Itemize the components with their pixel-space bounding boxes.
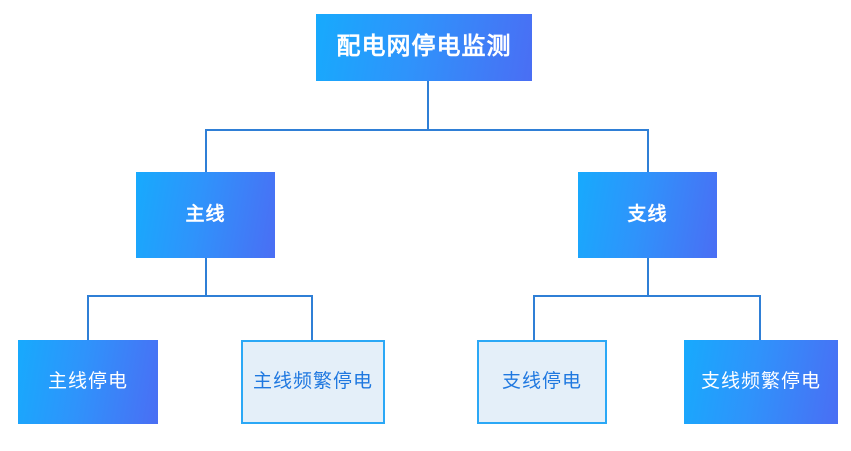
connector-drop-main-frequent-outage: [311, 295, 313, 340]
connector-drop-main-outage: [87, 295, 89, 340]
connector-branch-line-stem: [647, 258, 649, 297]
node-branch-line-label: 支线: [627, 203, 668, 225]
node-main-line-outage[interactable]: 主线停电: [18, 340, 158, 424]
connector-level2-bus: [205, 129, 649, 131]
connector-branch-line-bus: [533, 295, 761, 297]
node-branch-line-frequent-outage-label: 支线频繁停电: [700, 370, 821, 392]
node-branch-line-outage[interactable]: 支线停电: [477, 340, 607, 424]
node-root-distribution-outage-monitoring[interactable]: 配电网停电监测: [316, 14, 532, 81]
connector-drop-main-line: [205, 129, 207, 172]
connector-drop-branch-frequent-outage: [759, 295, 761, 340]
node-branch-line-frequent-outage[interactable]: 支线频繁停电: [684, 340, 838, 424]
node-main-line-outage-label: 主线停电: [47, 370, 128, 392]
node-root-label: 配电网停电监测: [336, 33, 512, 61]
connector-main-line-bus: [87, 295, 313, 297]
node-branch-line-outage-label: 支线停电: [501, 370, 582, 392]
node-main-line-frequent-outage[interactable]: 主线频繁停电: [241, 340, 385, 424]
connector-drop-branch-line: [647, 129, 649, 172]
connector-root-stem: [427, 81, 429, 130]
node-branch-line[interactable]: 支线: [578, 172, 717, 258]
node-main-line[interactable]: 主线: [136, 172, 275, 258]
connector-drop-branch-outage: [533, 295, 535, 340]
node-main-line-label: 主线: [185, 203, 226, 225]
node-main-line-frequent-outage-label: 主线频繁停电: [252, 370, 373, 392]
connector-main-line-stem: [205, 258, 207, 297]
